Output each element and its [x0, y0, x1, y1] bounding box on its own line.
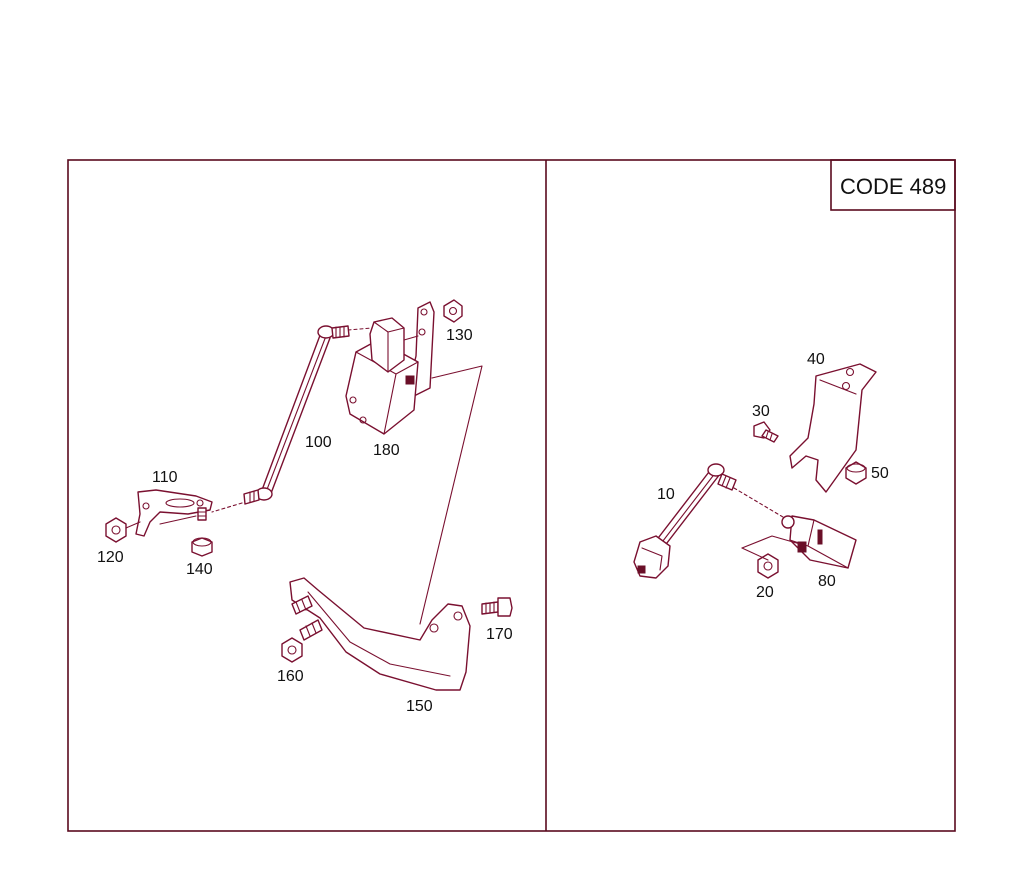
label-130: 130 [446, 327, 473, 344]
label-100: 100 [305, 434, 332, 451]
bolt-30 [753, 421, 779, 443]
nut-130 [443, 299, 463, 323]
label-80: 80 [818, 573, 836, 590]
label-140: 140 [186, 561, 213, 578]
bolt-170 [481, 597, 513, 617]
label-30: 30 [752, 403, 770, 420]
nut-20 [757, 553, 779, 579]
label-10: 10 [657, 486, 675, 503]
code-label: CODE 489 [840, 174, 946, 199]
nut-120 [105, 517, 127, 543]
label-160: 160 [277, 668, 304, 685]
label-50: 50 [871, 465, 889, 482]
nut-160 [281, 637, 303, 663]
bracket-150 [289, 577, 471, 691]
linkage-rod-100 [243, 325, 350, 505]
level-sensor-180 [345, 301, 435, 435]
code-box [830, 159, 956, 211]
nut-50 [845, 461, 867, 485]
label-170: 170 [486, 626, 513, 643]
label-110: 110 [152, 469, 178, 486]
label-120: 120 [97, 549, 124, 566]
label-20: 20 [756, 584, 774, 601]
linkage-rod-10 [633, 463, 737, 579]
sensor-80 [781, 515, 857, 569]
bracket-40 [789, 363, 877, 493]
diagram-frame [67, 159, 956, 832]
nut-140 [191, 537, 213, 557]
label-180: 180 [373, 442, 400, 459]
label-150: 150 [406, 698, 433, 715]
bracket-110 [135, 489, 213, 537]
label-40: 40 [807, 351, 825, 368]
